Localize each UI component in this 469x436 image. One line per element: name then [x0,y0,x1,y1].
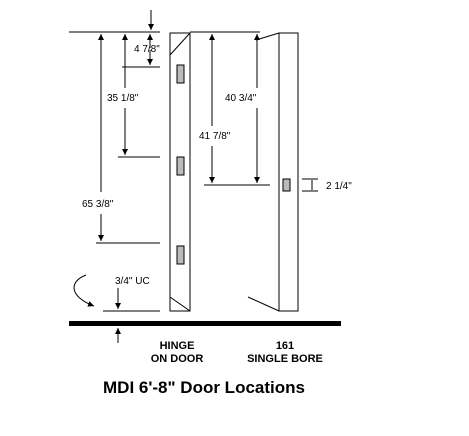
uc-curved-arrow [73,274,95,307]
hinge-top [176,64,185,84]
dim-65-3-8-label: 65 3/8" [82,199,114,210]
floor-line [69,321,341,326]
bore-label-line2: SINGLE BORE [247,353,323,365]
hinge-bottom [176,245,185,265]
reference-lines-left [69,31,160,312]
dim-2-1-4-label: 2 1/4" [326,181,352,192]
bore-label-line1: 161 [276,340,294,352]
bore-hole [282,178,291,192]
bore-door [247,32,299,312]
hinge-label-line1: HINGE [160,340,195,352]
diagram-title: MDI 6'-8" Door Locations [103,378,305,397]
dim-41-7-8-label: 41 7/8" [199,131,231,142]
hinge-middle [176,156,185,176]
dim-4-7-8-label: 4 7/8" [134,44,160,55]
dim-40-3-4-label: 40 3/4" [225,93,257,104]
hinge-label-line2: ON DOOR [151,353,204,365]
hinge-door [169,32,191,312]
reference-lines-right [190,31,318,192]
dim-3-4-uc-label: 3/4" UC [115,276,150,287]
dim-35-1-8-label: 35 1/8" [107,93,139,104]
